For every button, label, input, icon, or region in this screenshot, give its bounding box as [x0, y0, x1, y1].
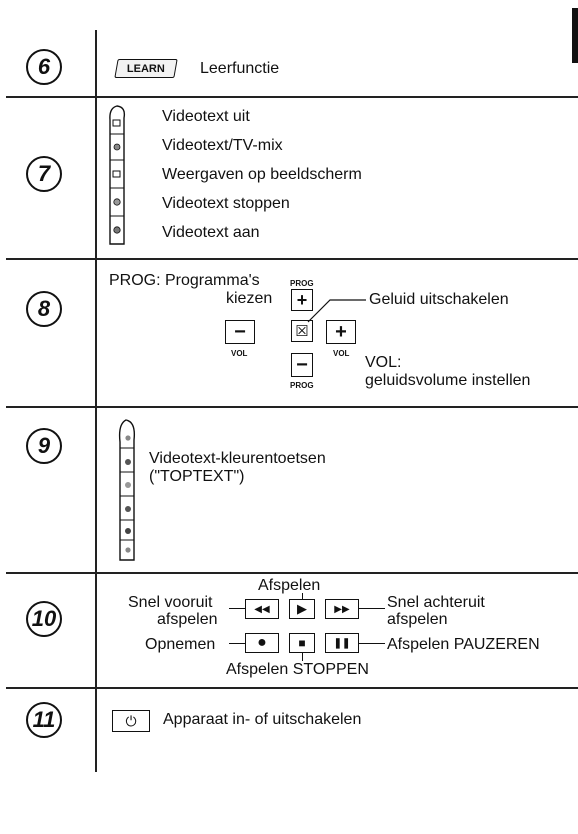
vol-small-label-left: VOL: [231, 349, 248, 358]
color-keys-label-line1: Videotext-kleurentoetsen: [149, 450, 326, 467]
videotext-item: Videotext stoppen: [162, 195, 290, 212]
vol-up-button: +: [326, 320, 356, 344]
vol-label-line1: VOL:: [365, 354, 402, 371]
prog-down-button: −: [291, 353, 313, 377]
prog-up-button: +: [291, 289, 313, 311]
play-button: ▶: [289, 599, 315, 619]
stop-button: ■: [289, 633, 315, 653]
prog-label-line2: kiezen: [226, 290, 273, 307]
fast-forward-label-line1: Snel vooruit: [128, 594, 213, 611]
vol-label-line2: geluidsvolume instellen: [365, 372, 531, 389]
section-number-7: 7: [26, 156, 62, 192]
color-keys-label-line2: ("TOPTEXT"): [149, 468, 245, 485]
color-keys-remote-strip-icon: [118, 419, 136, 561]
record-callout-line: [229, 643, 245, 645]
row-divider: [6, 96, 578, 98]
play-callout-line: [302, 593, 304, 599]
mute-label: Geluid uitschakelen: [369, 291, 509, 308]
vol-small-label-right: VOL: [333, 349, 350, 358]
rewind-button: ◀◀: [245, 599, 279, 619]
record-label: Opnemen: [145, 636, 216, 653]
mute-button: ☒: [291, 320, 313, 342]
videotext-item: Videotext aan: [162, 224, 260, 241]
fast-forward-label-line2: afspelen: [157, 611, 218, 628]
section-number-10: 10: [26, 601, 62, 637]
prog-label-line1: PROG: Programma's: [109, 272, 260, 289]
row-divider: [6, 687, 578, 689]
row-divider: [6, 572, 578, 574]
fast-forward-button: ▶▶: [325, 599, 359, 619]
ff-callout-line: [229, 608, 245, 610]
stop-callout-line: [302, 653, 304, 661]
learn-description: Leerfunctie: [200, 60, 280, 77]
rewind-label-line1: Snel achteruit: [387, 594, 485, 611]
learn-button: LEARN: [114, 59, 178, 78]
row-divider: [6, 406, 578, 408]
stop-label: Afspelen STOPPEN: [226, 661, 369, 678]
videotext-item: Videotext uit: [162, 108, 250, 125]
vol-down-button: −: [225, 320, 255, 344]
section-number-6: 6: [26, 49, 62, 85]
power-description: Apparaat in- of uitschakelen: [163, 711, 362, 728]
rewind-label-line2: afspelen: [387, 611, 448, 628]
rew-callout-line: [359, 608, 385, 610]
column-divider: [95, 30, 97, 772]
videotext-item: Weergaven op beeldscherm: [162, 166, 362, 183]
videotext-item: Videotext/TV-mix: [162, 137, 283, 154]
section-number-8: 8: [26, 291, 62, 327]
pause-button: ❚❚: [325, 633, 359, 653]
videotext-remote-strip-icon: [109, 105, 126, 245]
section-number-11: 11: [26, 702, 62, 738]
record-button: ●: [245, 633, 279, 653]
prog-small-label-bottom: PROG: [290, 381, 314, 390]
play-label: Afspelen: [258, 577, 321, 594]
mute-callout-line: [307, 299, 366, 323]
section-number-9: 9: [26, 428, 62, 464]
row-divider: [6, 258, 578, 260]
pause-label: Afspelen PAUZEREN: [387, 636, 540, 653]
pause-callout-line: [359, 643, 385, 645]
page-edge-marker: [572, 8, 578, 63]
power-button: ⏻: [112, 710, 150, 732]
prog-small-label: PROG: [290, 279, 314, 288]
